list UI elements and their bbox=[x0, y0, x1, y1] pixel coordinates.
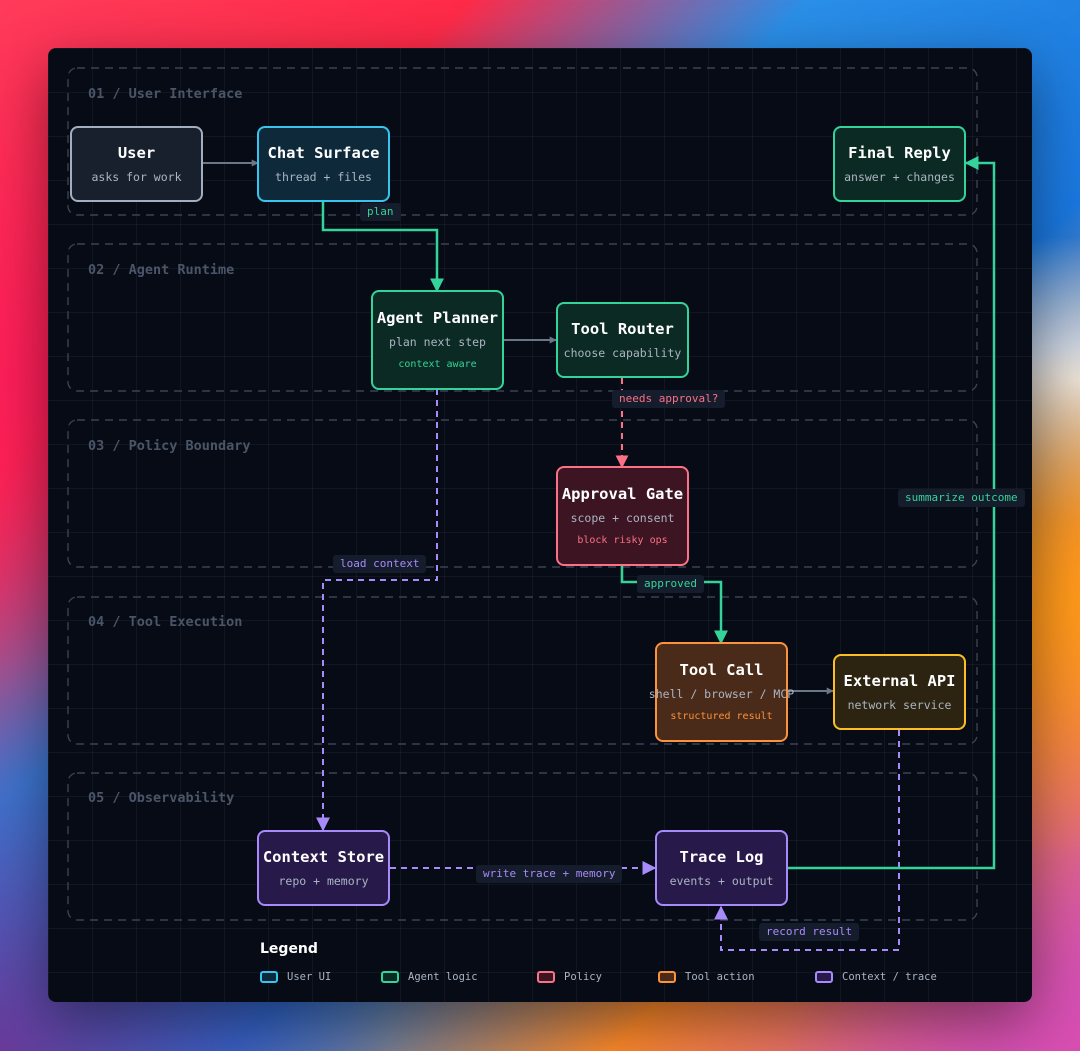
legend-swatch-tool-action bbox=[658, 971, 676, 983]
lane-label-observability: 05 / Observability bbox=[88, 790, 235, 806]
node-tool-router: Tool Router choose capability bbox=[556, 302, 689, 378]
node-agent-planner: Agent Planner plan next step context awa… bbox=[371, 290, 504, 390]
node-approval-gate-subtitle: scope + consent bbox=[570, 511, 675, 525]
node-approval-gate-tag: block risky ops bbox=[577, 535, 668, 546]
legend-label-agent-logic: Agent logic bbox=[408, 971, 478, 983]
node-external-api-subtitle: network service bbox=[847, 698, 952, 712]
legend-label-policy: Policy bbox=[564, 971, 602, 983]
node-tool-call-title: Tool Call bbox=[679, 661, 764, 679]
node-trace-log-subtitle: events + output bbox=[669, 874, 774, 888]
node-trace-log-title: Trace Log bbox=[679, 848, 764, 866]
edge-api-to-trace bbox=[714, 730, 900, 951]
legend-item-policy: Policy bbox=[537, 971, 602, 983]
node-user-subtitle: asks for work bbox=[91, 170, 182, 184]
node-context-store-title: Context Store bbox=[262, 848, 385, 866]
node-context-store: Context Store repo + memory bbox=[257, 830, 390, 906]
node-chat-surface: Chat Surface thread + files bbox=[257, 126, 390, 202]
legend-item-tool-action: Tool action bbox=[658, 971, 755, 983]
legend-label-tool-action: Tool action bbox=[685, 971, 755, 983]
edge-chat-to-planner bbox=[321, 201, 444, 293]
edge-label-approved: approved bbox=[637, 575, 704, 593]
edge-label-load-context: load context bbox=[333, 555, 427, 573]
node-context-store-subtitle: repo + memory bbox=[278, 874, 369, 888]
legend-swatch-policy bbox=[537, 971, 555, 983]
node-chat-surface-subtitle: thread + files bbox=[275, 170, 372, 184]
legend-label-context-trace: Context / trace bbox=[842, 971, 937, 983]
lane-box-observability bbox=[67, 772, 978, 921]
legend-item-agent-logic: Agent logic bbox=[381, 971, 478, 983]
node-tool-call-tag: structured result bbox=[670, 711, 773, 722]
edge-trace-to-reply bbox=[788, 156, 996, 870]
edge-label-needs-approval: needs approval? bbox=[612, 390, 726, 408]
node-chat-surface-title: Chat Surface bbox=[267, 144, 380, 162]
lane-box-agent-runtime bbox=[67, 243, 978, 392]
legend-swatch-context-trace bbox=[815, 971, 833, 983]
node-agent-planner-title: Agent Planner bbox=[376, 309, 499, 327]
edge-label-plan: plan bbox=[360, 203, 401, 221]
node-agent-planner-tag: context aware bbox=[398, 359, 477, 370]
lane-label-user-interface: 01 / User Interface bbox=[88, 86, 243, 102]
edge-label-write-trace: write trace + memory bbox=[476, 865, 623, 883]
node-final-reply: Final Reply answer + changes bbox=[833, 126, 966, 202]
node-final-reply-title: Final Reply bbox=[848, 144, 951, 162]
node-user: User asks for work bbox=[70, 126, 203, 202]
node-trace-log: Trace Log events + output bbox=[655, 830, 788, 906]
node-tool-call-subtitle: shell / browser / MCP bbox=[648, 687, 795, 701]
legend-item-context-trace: Context / trace bbox=[815, 971, 937, 983]
lane-box-tool-execution bbox=[67, 596, 978, 745]
legend-item-user-ui: User UI bbox=[260, 971, 331, 983]
node-user-title: User bbox=[117, 144, 156, 162]
legend-swatch-agent-logic bbox=[381, 971, 399, 983]
node-tool-router-subtitle: choose capability bbox=[563, 346, 682, 360]
node-approval-gate-title: Approval Gate bbox=[561, 485, 684, 503]
diagram-panel bbox=[48, 48, 1032, 1002]
node-agent-planner-subtitle: plan next step bbox=[389, 335, 486, 349]
lane-label-tool-execution: 04 / Tool Execution bbox=[88, 614, 243, 630]
lane-label-policy-boundary: 03 / Policy Boundary bbox=[88, 438, 251, 454]
lane-box-user-interface bbox=[67, 67, 978, 216]
edge-label-record-result: record result bbox=[759, 923, 860, 941]
legend-title: Legend bbox=[260, 941, 318, 957]
legend-swatch-user-ui bbox=[260, 971, 278, 983]
node-approval-gate: Approval Gate scope + consent block risk… bbox=[556, 466, 689, 566]
edge-planner-to-context bbox=[316, 389, 438, 832]
legend-label-user-ui: User UI bbox=[287, 971, 332, 983]
lane-label-agent-runtime: 02 / Agent Runtime bbox=[88, 262, 235, 278]
node-tool-router-title: Tool Router bbox=[571, 320, 674, 338]
node-tool-call: Tool Call shell / browser / MCP structur… bbox=[649, 642, 794, 742]
node-external-api: External API network service bbox=[833, 654, 966, 730]
edge-label-summarize-outcome: summarize outcome bbox=[898, 489, 1025, 507]
node-external-api-title: External API bbox=[843, 672, 956, 690]
node-final-reply-subtitle: answer + changes bbox=[844, 170, 955, 184]
